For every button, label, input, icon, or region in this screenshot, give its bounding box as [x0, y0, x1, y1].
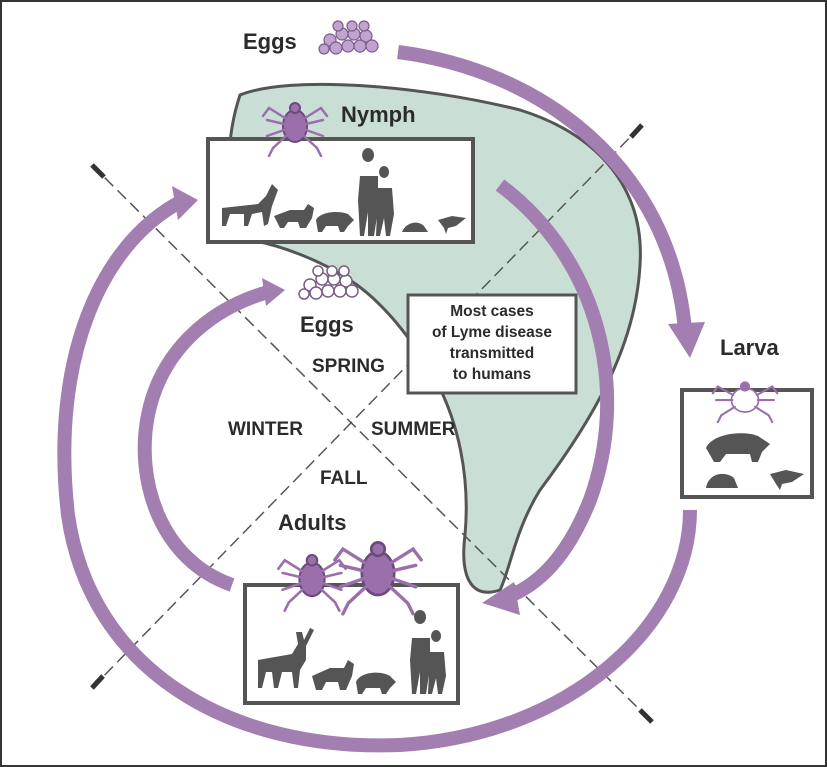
egg-cluster-top-icon — [319, 21, 378, 54]
adults-label: Adults — [278, 510, 346, 535]
divider-end-tr — [631, 125, 642, 137]
season-fall: FALL — [320, 468, 368, 489]
divider-end-br — [640, 710, 652, 722]
arrowhead-larva — [668, 322, 705, 358]
larva-stage: Larva — [682, 335, 812, 497]
eggs-center-label: Eggs — [300, 312, 354, 337]
note-line-3: transmitted — [450, 345, 534, 362]
arrowhead-eggs — [262, 278, 285, 306]
eggs-center: Eggs — [299, 266, 358, 337]
egg-cluster-center-icon — [299, 266, 358, 299]
divider-end-tl — [92, 165, 104, 177]
season-spring: SPRING — [312, 356, 385, 377]
season-summer: SUMMER — [371, 419, 456, 440]
note-line-4: to humans — [453, 366, 531, 383]
adults-stage: Adults — [245, 510, 458, 703]
divider-end-bl — [92, 676, 103, 688]
note-line-2: of Lyme disease — [432, 324, 552, 341]
larva-label: Larva — [720, 335, 779, 360]
nymph-label: Nymph — [341, 102, 416, 127]
eggs-top-label: Eggs — [243, 29, 297, 54]
arrowhead-nymph — [172, 186, 198, 220]
note-line-1: Most cases — [450, 303, 534, 320]
eggs-top: Eggs — [243, 21, 378, 54]
lyme-note: Most cases of Lyme disease transmitted t… — [408, 295, 576, 393]
season-winter: WINTER — [228, 419, 303, 440]
